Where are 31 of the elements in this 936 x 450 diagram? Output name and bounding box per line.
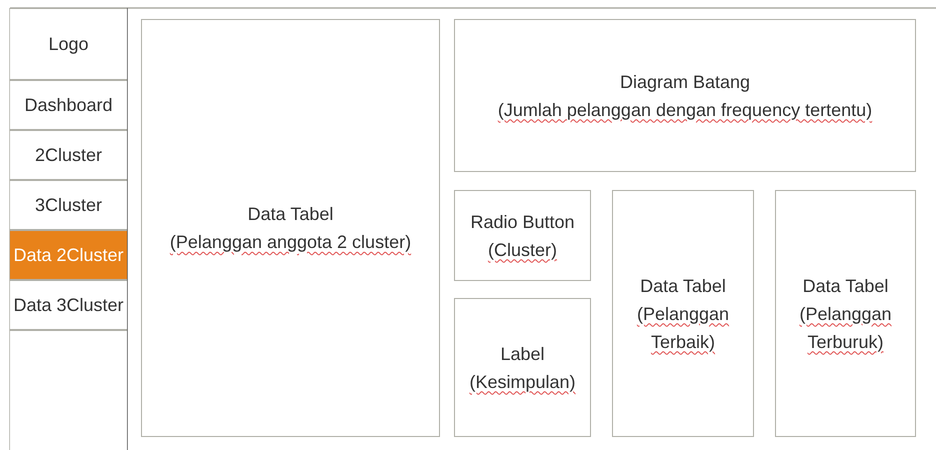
- panel-title: Data 3Cluster: [13, 294, 124, 317]
- panel-title: Dashboard: [24, 94, 113, 117]
- panel-description: (Jumlah pelanggan dengan frequency tertentu): [498, 98, 872, 122]
- menu-item: [10, 180, 127, 230]
- panel-title: 2Cluster: [34, 144, 102, 167]
- sidebar-panel: [10, 330, 127, 450]
- panel-title: Data Tabel: [248, 203, 334, 226]
- panel-title: Data Tabel: [802, 274, 888, 298]
- label-panel: [454, 298, 591, 437]
- panel-description: (Pelanggan Terburuk): [798, 302, 893, 354]
- table-panel: [141, 19, 440, 437]
- table-panel: [612, 190, 754, 437]
- panel-description: (Pelanggan Terbaik): [636, 302, 730, 354]
- menu-item: [10, 230, 127, 280]
- panel-title: Data 2Cluster: [13, 244, 124, 267]
- menu-item: [10, 130, 127, 180]
- table-panel: [775, 190, 916, 437]
- panel-description: (Pelanggan anggota 2 cluster): [170, 231, 412, 254]
- chart-panel: [454, 19, 916, 172]
- panel-title: 3Cluster: [34, 194, 102, 217]
- menu-item: [10, 280, 127, 330]
- menu-item: [10, 80, 127, 130]
- panel-title: Radio Button: [470, 210, 575, 234]
- radio-panel: [454, 190, 591, 281]
- panel-title: Diagram Batang: [620, 70, 750, 94]
- panel-title: Data Tabel: [640, 274, 726, 298]
- panel-description: (Cluster): [488, 238, 557, 262]
- sidebar-header: [10, 8, 127, 80]
- panel-description: (Kesimpulan): [469, 370, 576, 394]
- panel-title: Logo: [48, 33, 89, 56]
- panel-title: Label: [500, 342, 545, 366]
